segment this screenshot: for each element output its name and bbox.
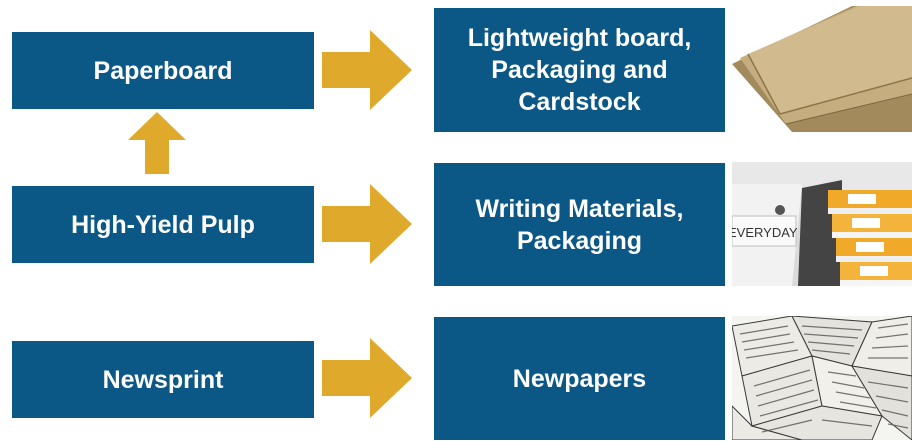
product-label: Newpapers	[512, 364, 647, 393]
product-label: Writing Materials, Packaging	[475, 194, 684, 255]
source-box-paperboard: Paperboard	[12, 32, 314, 109]
source-box-high-yield-pulp: High-Yield Pulp	[12, 186, 314, 263]
paper-reams-photo: EVERYDAY	[732, 162, 912, 286]
product-box-newpapers: Newpapers	[434, 317, 725, 440]
product-box-lightweight-board: Lightweight board, Packaging and Cardsto…	[434, 8, 725, 132]
source-label: High-Yield Pulp	[71, 210, 255, 239]
source-box-newsprint: Newsprint	[12, 341, 314, 418]
source-label: Paperboard	[93, 56, 233, 85]
right-arrow-icon	[322, 184, 412, 264]
right-arrow-icon	[322, 338, 412, 418]
product-label: Lightweight board, Packaging and Cardsto…	[467, 24, 692, 116]
newspaper-pile-photo	[732, 316, 912, 440]
kraft-paperboard-photo	[732, 6, 912, 132]
source-label: Newsprint	[102, 365, 224, 394]
up-arrow-icon	[128, 112, 186, 174]
ream-label: EVERYDAY	[732, 225, 798, 240]
product-box-writing-materials: Writing Materials, Packaging	[434, 163, 725, 286]
right-arrow-icon	[322, 30, 412, 110]
